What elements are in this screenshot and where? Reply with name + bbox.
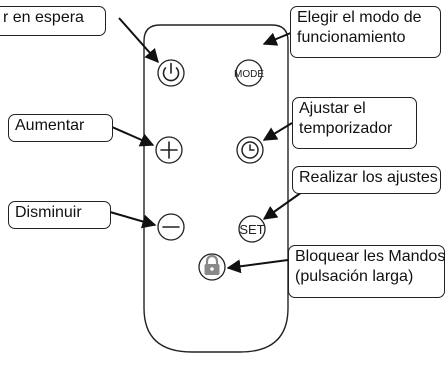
- callout-decrease: Disminuir: [8, 201, 111, 229]
- callout-lock-line-1: Bloquear les Mandos: [295, 248, 446, 265]
- callout-standby-text: r en espera: [3, 9, 84, 26]
- arrow-timer: [262, 122, 293, 141]
- arrow-increase: [111, 126, 155, 147]
- callout-mode-line-2: funcionamiento: [297, 29, 406, 46]
- callout-timer: Ajustar el temporizador: [292, 97, 417, 149]
- plus-icon: [160, 141, 178, 159]
- timer-button[interactable]: [236, 136, 264, 164]
- decrease-button[interactable]: [157, 213, 185, 241]
- increase-button[interactable]: [155, 136, 183, 164]
- callout-timer-line-1: Ajustar el: [299, 100, 366, 117]
- clock-icon: [241, 141, 259, 159]
- power-icon: [162, 62, 180, 82]
- set-button[interactable]: SET: [238, 215, 266, 243]
- power-button[interactable]: [157, 59, 185, 87]
- callout-standby: r en espera: [0, 6, 106, 36]
- callout-mode: Elegir el modo de funcionamiento: [290, 6, 441, 58]
- mode-button[interactable]: MODE: [234, 59, 264, 87]
- lock-icon: [204, 254, 220, 275]
- callout-increase-text: Aumentar: [15, 117, 85, 134]
- callout-lock-line-2: (pulsación larga): [295, 268, 414, 285]
- callout-lock: Bloquear les Mandos (pulsación larga): [288, 245, 445, 298]
- lock-button[interactable]: [198, 253, 226, 281]
- callout-timer-line-2: temporizador: [299, 120, 393, 137]
- callout-settings-text: Realizar los ajustes: [299, 169, 438, 186]
- callout-increase: Aumentar: [8, 114, 113, 142]
- arrow-settings: [262, 191, 303, 220]
- arrow-lock: [226, 259, 289, 274]
- callout-settings: Realizar los ajustes: [292, 166, 441, 194]
- arrow-standby: [118, 17, 159, 64]
- callout-decrease-text: Disminuir: [15, 204, 82, 221]
- callout-mode-line-1: Elegir el modo de: [297, 9, 422, 26]
- set-button-label: SET: [239, 222, 264, 237]
- mode-button-label: MODE: [234, 69, 264, 80]
- arrow-decrease: [109, 211, 157, 229]
